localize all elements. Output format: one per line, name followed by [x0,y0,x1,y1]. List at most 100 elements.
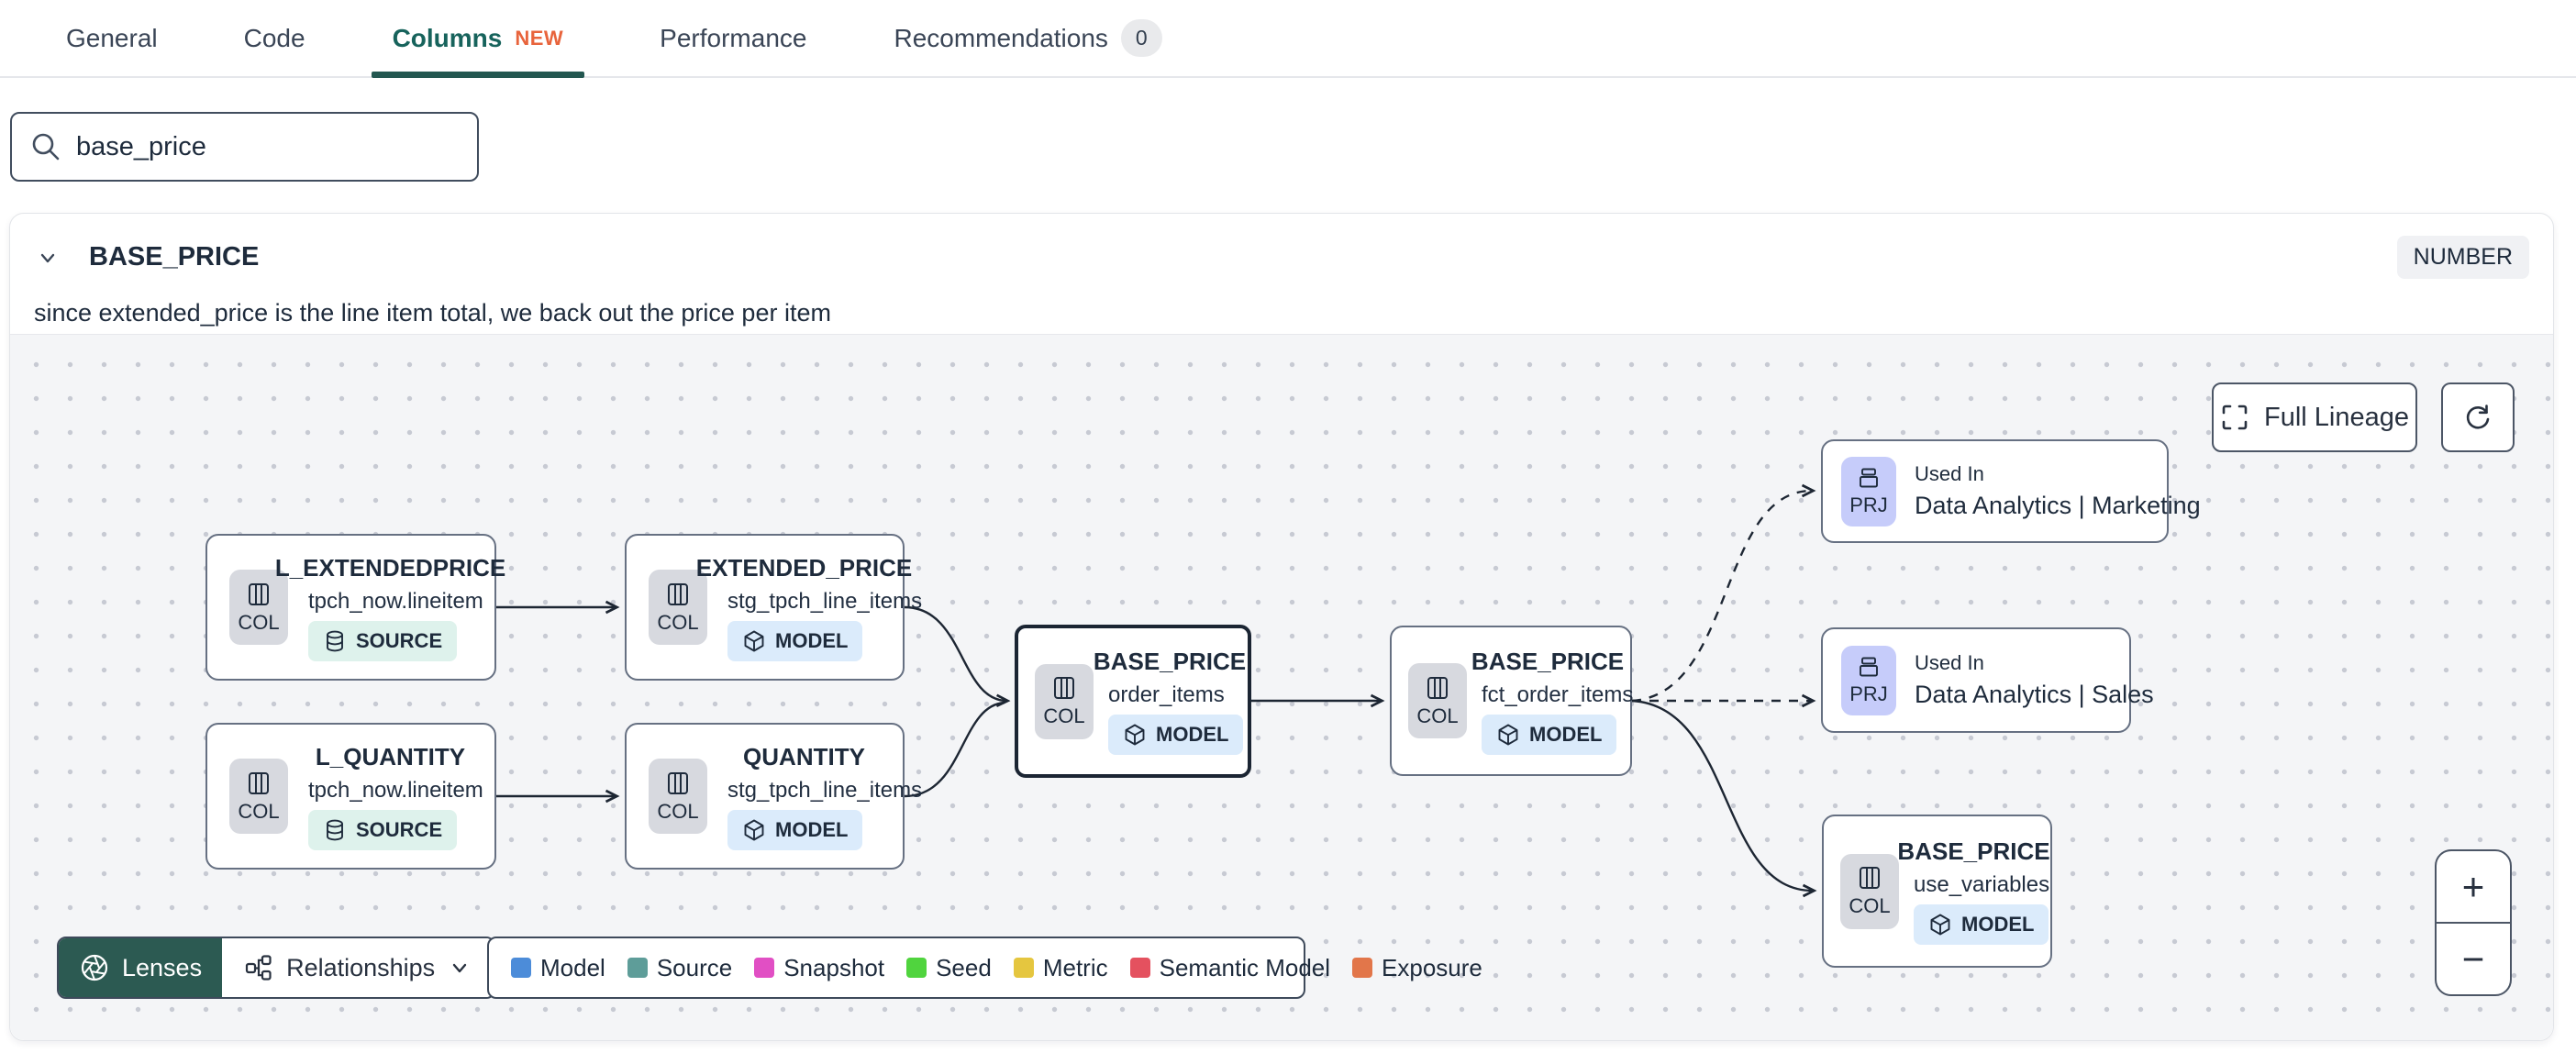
lineage-node-l-quantity[interactable]: COL L_QUANTITY tpch_now.lineitem SOURCE [205,723,496,870]
resource-type-badge: MODEL [727,620,863,661]
column-chip: COL [1840,853,1899,929]
tab-bar: General Code Columns NEW Performance Rec… [0,0,2576,78]
node-title: BASE_PRICE [1093,648,1247,675]
chip-label: COL [657,799,699,823]
database-icon [327,630,343,651]
resource-type-badge: MODEL [1914,904,2049,945]
resource-type-badge: MODEL [1482,714,1617,755]
lineage-node-used-in-marketing[interactable]: PRJ Used In Data Analytics | Marketing [1821,439,2201,543]
org-chart-icon [245,955,272,981]
column-chip: COL [649,570,707,645]
node-subtitle: tpch_now.lineitem [308,777,483,803]
resource-type-badge: MODEL [1108,715,1244,755]
lineage-toolbar: Lenses Relationships [57,937,496,999]
column-chip: COL [229,759,288,834]
column-header: BASE_PRICE NUMBER since extended_price i… [10,214,2553,334]
search-icon [32,133,60,161]
columns-icon [1427,676,1448,699]
lenses-button[interactable]: Lenses [59,938,223,997]
node-title: BASE_PRICE [1897,837,2050,865]
active-tab-underline [372,72,584,78]
badge-label: MODEL [775,628,849,652]
tab-general[interactable]: General [66,0,158,77]
lineage-node-base-price-use-variables[interactable]: COL BASE_PRICE use_variables MODEL [1822,815,2052,968]
chip-label: PRJ [1849,493,1888,516]
badge-label: MODEL [775,817,849,841]
node-title: L_EXTENDEDPRICE [274,553,506,582]
chevron-down-icon [452,963,467,973]
column-detail-card: BASE_PRICE NUMBER since extended_price i… [9,213,2554,1041]
used-in-label: Used In [1915,651,1984,674]
legend-label: Source [656,953,733,981]
badge-label: SOURCE [356,628,443,652]
lineage-canvas[interactable]: COL L_EXTENDEDPRICE tpch_now.lineitem SO… [10,334,2553,1040]
zoom-out-button[interactable]: − [2461,937,2485,981]
search-input[interactable] [76,131,459,162]
column-chip: COL [1408,663,1467,738]
database-icon [327,819,343,840]
tab-recommendations[interactable]: Recommendations 0 [894,0,1162,77]
lineage-node-quantity[interactable]: COL QUANTITY stg_tpch_line_items MODEL [625,723,922,870]
archive-box-icon [1860,468,1878,488]
legend-label: Seed [936,953,992,981]
node-title: QUANTITY [743,742,865,770]
used-in-label: Used In [1915,462,1984,485]
legend-item-semantic-model: Semantic Model [1129,953,1331,982]
chip-label: PRJ [1849,682,1888,705]
chip-label: COL [238,799,280,823]
node-title: L_QUANTITY [315,742,466,770]
column-search[interactable] [10,112,479,182]
refresh-icon [2466,405,2490,429]
legend-item-exposure: Exposure [1352,954,1482,982]
lineage-node-base-price-fct-order-items[interactable]: COL BASE_PRICE fct_order_items MODEL [1390,626,1634,776]
legend-item-snapshot: Snapshot [754,954,884,982]
new-badge: NEW [515,26,564,50]
exposure-name: Data Analytics | Sales [1915,681,2154,708]
tab-label: Columns [392,23,503,52]
legend-item-source: Source [627,954,732,982]
full-lineage-label: Full Lineage [2264,402,2409,432]
lineage-node-base-price-order-items[interactable]: COL BASE_PRICE order_items MODEL [1015,625,1251,778]
tab-columns[interactable]: Columns NEW [393,0,564,77]
columns-icon [249,582,269,605]
node-subtitle: fct_order_items [1482,682,1634,707]
columns-icon [668,771,688,794]
zoom-in-button[interactable]: + [2437,851,2510,924]
archive-box-icon [1860,657,1878,677]
zoom-control: + − [2435,849,2512,996]
metric-swatch [1013,958,1034,978]
node-subtitle: use_variables [1914,872,2050,897]
columns-icon [1054,677,1074,699]
exposure-name: Data Analytics | Marketing [1915,492,2201,519]
semantic-model-swatch [1129,958,1150,978]
legend-item-metric: Metric [1013,954,1108,982]
resource-type-badge: MODEL [727,809,863,850]
snapshot-swatch [754,958,775,978]
chip-label: COL [657,610,699,634]
tab-code[interactable]: Code [244,0,305,77]
column-name: BASE_PRICE [89,242,260,272]
tab-performance[interactable]: Performance [660,0,806,77]
tab-label: Recommendations [894,23,1108,52]
lineage-node-extended-price[interactable]: COL EXTENDED_PRICE stg_tpch_line_items M… [625,534,922,681]
column-chip: COL [649,759,707,834]
aperture-icon [81,954,108,981]
chip-label: COL [1043,704,1085,727]
lineage-node-l-extendedprice[interactable]: COL L_EXTENDEDPRICE tpch_now.lineitem SO… [205,534,505,681]
node-title: EXTENDED_PRICE [695,553,913,582]
relationships-dropdown[interactable]: Relationships [222,938,494,997]
node-subtitle: tpch_now.lineitem [308,588,483,614]
chip-label: COL [1849,894,1891,917]
cube-icon [744,819,764,840]
column-chip: COL [229,570,288,645]
legend-label: Semantic Model [1159,953,1331,981]
lineage-node-used-in-sales[interactable]: PRJ Used In Data Analytics | Sales [1821,627,2154,733]
node-subtitle: stg_tpch_line_items [727,588,923,614]
chevron-down-icon[interactable] [34,244,61,272]
legend-item-model: Model [511,954,605,982]
refresh-button[interactable] [2441,382,2515,452]
cube-icon [744,630,764,651]
badge-label: MODEL [1529,722,1603,746]
full-lineage-button[interactable]: Full Lineage [2212,382,2417,452]
